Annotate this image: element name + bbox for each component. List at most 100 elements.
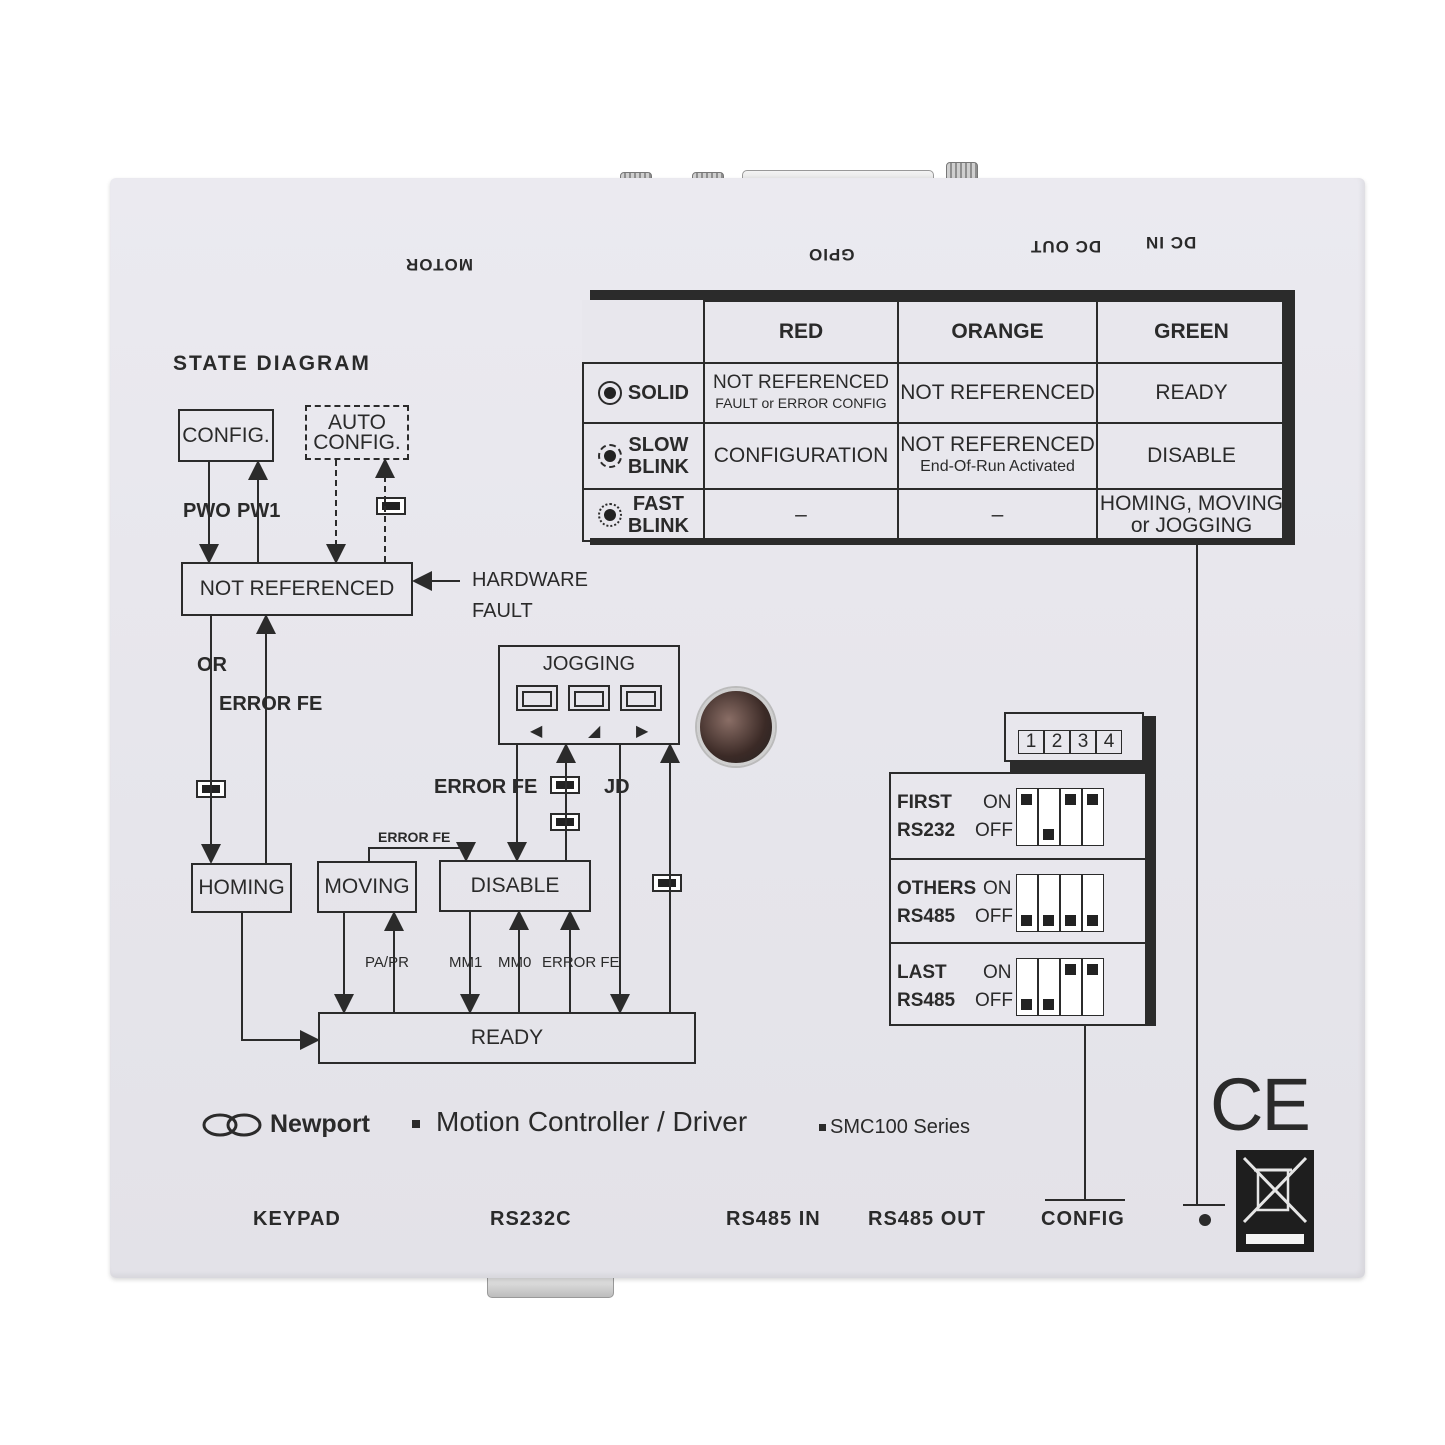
config-state: CONFIG. xyxy=(178,409,274,462)
arrow-right-icon: ▶ xyxy=(636,723,649,740)
dip-switch-knob xyxy=(1021,999,1032,1010)
dip-switch[interactable] xyxy=(1038,788,1060,846)
dip-switch[interactable] xyxy=(1016,874,1038,932)
pw0-label: PWO xyxy=(183,500,231,522)
jogging-box: JOGGING ◀ ◢ ▶ xyxy=(498,645,680,745)
arrow-left-icon: ◀ xyxy=(530,723,543,740)
ramp-icon: ◢ xyxy=(588,723,601,740)
dip-group-label-1: LAST xyxy=(897,962,947,983)
dip-switch-bank xyxy=(1016,958,1104,1016)
led-slow-blink-icon xyxy=(598,444,623,468)
keypad-switch-icon xyxy=(376,497,406,515)
slow-orange-sub: End-Of-Run Activated xyxy=(920,458,1075,475)
dip-switch[interactable] xyxy=(1060,788,1082,846)
fault-label: FAULT xyxy=(472,600,533,622)
slow-green-cell: DISABLE xyxy=(1096,422,1287,490)
error-fe-small-label: ERROR FE xyxy=(378,829,451,845)
fast-green-text-2: or JOGGING xyxy=(1130,514,1253,537)
dip-off-label: OFF xyxy=(975,990,1013,1011)
auto-config-label-1: AUTO xyxy=(328,410,386,434)
fast-green-text-1: HOMING, MOVING xyxy=(1099,492,1284,515)
jog-right-button-icon xyxy=(620,685,662,711)
keypad-label: KEYPAD xyxy=(253,1208,341,1230)
dip-group-label-2: RS232 xyxy=(897,820,956,841)
state-diagram-title: STATE DIAGRAM xyxy=(173,352,371,375)
jog-speed-button-icon xyxy=(568,685,610,711)
moving-label: MOVING xyxy=(324,875,410,898)
dip-switch-bank xyxy=(1016,874,1104,932)
mm0-label: MM0 xyxy=(498,954,532,971)
dip-number: 4 xyxy=(1096,730,1122,754)
error-fe-left-label: ERROR FE xyxy=(219,693,323,715)
dip-switch[interactable] xyxy=(1082,958,1104,1016)
homing-state: HOMING xyxy=(191,863,292,913)
dip-switch[interactable] xyxy=(1082,874,1104,932)
brand-name: Newport xyxy=(270,1110,370,1138)
dip-switch[interactable] xyxy=(1060,958,1082,1016)
dip-group-label-2: RS485 xyxy=(897,990,956,1011)
row-solid-label: SOLID xyxy=(582,362,705,424)
error-fe-bottom-label: ERROR FE xyxy=(542,954,620,971)
ready-label: READY xyxy=(470,1026,544,1049)
slow-orange-text: NOT REFERENCED xyxy=(900,433,1095,456)
product-name: Motion Controller / Driver xyxy=(436,1106,748,1137)
dip-switch-knob xyxy=(1021,794,1032,805)
dip-switch-bank xyxy=(1016,788,1104,846)
solid-red-sub: FAULT or ERROR CONFIG xyxy=(715,395,887,411)
weee-bin-icon xyxy=(1236,1150,1314,1252)
dip-switch[interactable] xyxy=(1038,874,1060,932)
dip-group: LAST RS485 ON OFF xyxy=(891,942,1145,1028)
rs485-in-label: RS485 IN xyxy=(726,1208,821,1230)
pa-pr-label: PA/PR xyxy=(365,954,409,971)
solid-orange-cell: NOT REFERENCED xyxy=(897,362,1098,424)
dip-on-label: ON xyxy=(983,878,1012,899)
ce-mark: CE xyxy=(1210,1063,1311,1146)
solid-green-cell: READY xyxy=(1096,362,1287,424)
push-button[interactable] xyxy=(697,688,775,766)
rs232c-label: RS232C xyxy=(490,1208,572,1230)
rs485-out-label: RS485 OUT xyxy=(868,1208,986,1230)
config-port-label: CONFIG xyxy=(1041,1208,1125,1230)
moving-state: MOVING xyxy=(317,861,417,913)
dip-number: 3 xyxy=(1070,730,1096,754)
auto-config-label-2: CONFIG. xyxy=(313,430,401,454)
dip-switch-knob xyxy=(1043,829,1054,840)
separator-dot xyxy=(819,1124,826,1131)
dip-group: FIRST RS232 ON OFF xyxy=(891,774,1145,858)
jogging-label: JOGGING xyxy=(542,653,636,675)
dip-switch-knob xyxy=(1065,964,1076,975)
dip-switch-knob xyxy=(1087,964,1098,975)
solid-red-text: NOT REFERENCED xyxy=(713,372,889,393)
dip-switch[interactable] xyxy=(1038,958,1060,1016)
dip-header-box: 1 2 3 4 xyxy=(1004,712,1144,762)
dip-on-label: ON xyxy=(983,962,1012,983)
solid-red-cell: NOT REFERENCED FAULT or ERROR CONFIG xyxy=(703,362,899,424)
newport-logo-icon xyxy=(202,1112,264,1143)
dip-on-label: ON xyxy=(983,792,1012,813)
dip-off-label: OFF xyxy=(975,820,1013,841)
slow-orange-cell: NOT REFERENCED End-Of-Run Activated xyxy=(897,422,1098,490)
fast-blink-label: BLINK xyxy=(627,515,689,537)
dip-switch[interactable] xyxy=(1016,788,1038,846)
dip-switch[interactable] xyxy=(1082,788,1104,846)
dip-switch-knob xyxy=(1065,915,1076,926)
dip-switch[interactable] xyxy=(1016,958,1038,1016)
slow-label: SLOW xyxy=(628,434,689,456)
fast-label: FAST xyxy=(632,493,684,515)
auto-config-state: AUTO CONFIG. xyxy=(305,405,409,460)
dip-group-label-1: FIRST xyxy=(897,792,952,813)
dip-number: 1 xyxy=(1018,730,1044,754)
led-fast-blink-icon xyxy=(598,503,623,527)
error-fe-mid-label: ERROR FE xyxy=(434,776,538,798)
fast-green-cell: HOMING, MOVING or JOGGING xyxy=(1096,488,1287,542)
slow-red-cell: CONFIGURATION xyxy=(703,422,899,490)
dip-switch-knob xyxy=(1043,999,1054,1010)
dip-switch-knob xyxy=(1043,915,1054,926)
led-solid-icon xyxy=(598,381,623,406)
dip-switch[interactable] xyxy=(1060,874,1082,932)
